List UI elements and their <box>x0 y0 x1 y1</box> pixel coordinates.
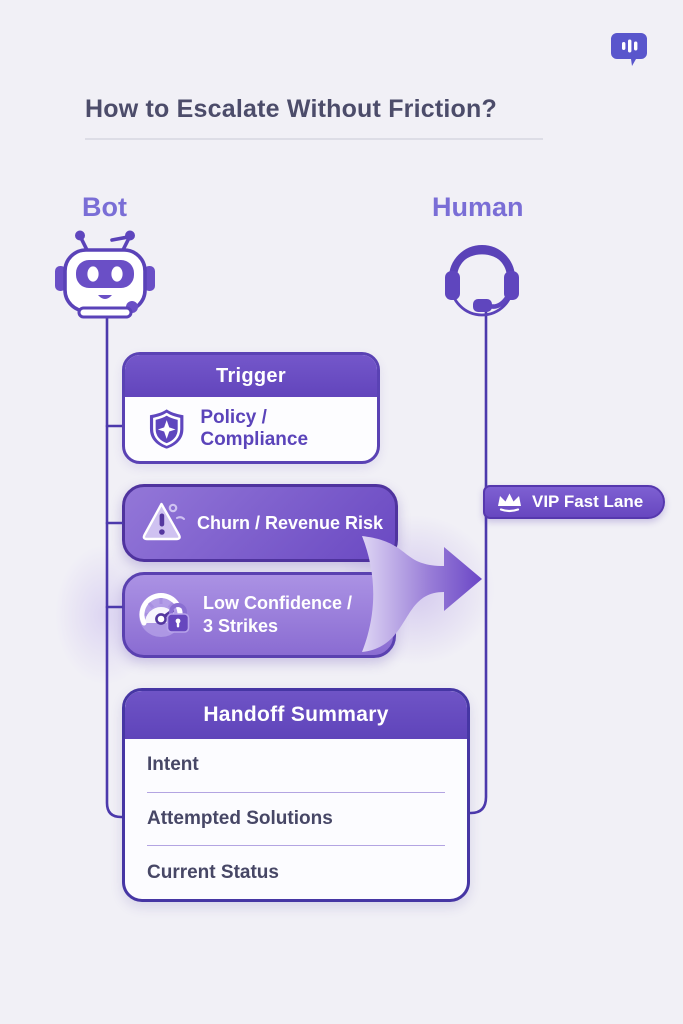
headset-icon <box>445 245 519 317</box>
chat-bubble-voice-icon <box>611 33 647 66</box>
escalation-card-churn-label: Churn / Revenue Risk <box>197 512 384 533</box>
bot-label: Bot <box>82 192 127 222</box>
low-confidence-line-2: 3 Strikes <box>203 616 279 636</box>
escalation-card-churn: Churn / Revenue Risk <box>122 484 398 562</box>
vip-fast-lane-badge: VIP Fast Lane <box>483 485 665 519</box>
warning-triangle-icon <box>142 502 185 541</box>
handoff-row-current-status: Current Status <box>147 861 279 883</box>
title-underline <box>85 138 543 140</box>
handoff-summary-panel: Handoff Summary Intent Attempted Solutio… <box>122 688 470 902</box>
low-confidence-line-1: Low Confidence / <box>203 592 353 613</box>
trigger-panel: Trigger Policy / Compliance <box>122 352 380 464</box>
robot-icon <box>55 230 155 319</box>
handoff-row-intent: Intent <box>147 739 445 793</box>
escalation-card-low-confidence-label: Low Confidence / 3 Strikes <box>203 592 352 639</box>
trigger-item-label: Policy / Compliance <box>200 407 309 450</box>
trigger-item: Policy / Compliance <box>125 397 377 461</box>
crown-icon <box>498 493 521 512</box>
shield-icon <box>149 409 184 449</box>
trigger-panel-title: Trigger <box>125 355 377 397</box>
escalation-card-low-confidence: Low Confidence / 3 Strikes <box>122 572 396 658</box>
handoff-row-attempted-solutions: Attempted Solutions <box>147 793 445 847</box>
gauge-lock-icon <box>139 593 190 637</box>
handoff-summary-title: Handoff Summary <box>125 691 467 739</box>
human-label: Human <box>432 192 524 222</box>
vip-fast-lane-label: VIP Fast Lane <box>532 492 644 511</box>
page-title: How to Escalate Without Friction? <box>85 95 497 123</box>
